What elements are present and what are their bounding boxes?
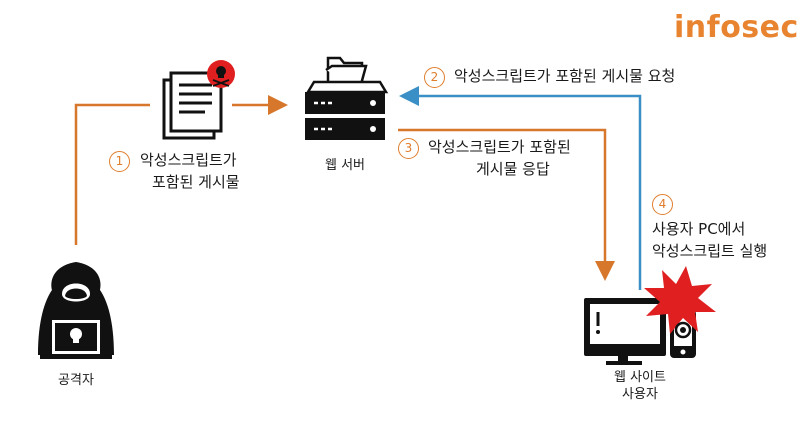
step-3-text-line1: 악성스크립트가 포함된 [428,138,571,156]
arrow-request-to-server [399,86,642,290]
brand-logo: infosec [674,10,799,45]
server-label: 웹 서버 [324,158,365,173]
arrow-response-to-victim [398,128,615,281]
web-server-icon [305,56,389,140]
step-2-text: 악성스크립트가 포함된 게시물 요청 [454,67,676,85]
victim-label-line1: 웹 사이트 [614,370,666,385]
step-4-text-line1: 사용자 PC에서 [652,220,746,238]
step-1-text-line2: 포함된 게시물 [152,173,240,191]
hooded-hacker-icon [38,262,114,359]
attacker-label: 공격자 [58,373,94,388]
step-1-text-line1: 악성스크립트가 [140,151,237,169]
step-2-badge: 2 [424,67,445,88]
arrow-attacker-to-document [74,103,150,245]
step-4-text-line2: 악성스크립트 실행 [652,242,768,260]
step-3-text-line2: 게시물 응답 [476,160,550,178]
step-1-badge: 1 [109,151,130,172]
step-3-badge: 3 [398,138,419,159]
step-4-badge: 4 [652,194,673,215]
user-pc-icon [584,266,716,365]
victim-label-line2: 사용자 [622,387,658,402]
malicious-document-icon [162,60,235,140]
explosion-icon [644,266,716,334]
